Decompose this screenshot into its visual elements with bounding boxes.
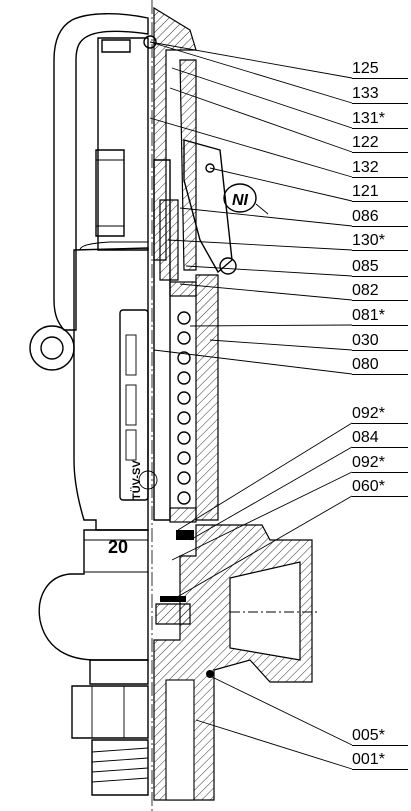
part-label-122: 122: [352, 135, 408, 153]
part-label-130: 130*: [352, 233, 408, 251]
part-label-085: 085: [352, 259, 408, 277]
part-label-133: 133: [352, 86, 408, 104]
part-label-121: 121: [352, 184, 408, 202]
valve-section-view: NI: [143, 6, 320, 801]
part-label-132: 132: [352, 160, 408, 178]
body-marking: TÜV-SV: [130, 460, 143, 500]
part-label-092-upper: 092*: [352, 406, 408, 424]
size-marking: 20: [108, 537, 128, 557]
part-label-082: 082: [352, 283, 408, 301]
material-emblem: [223, 183, 257, 213]
part-label-060: 060*: [352, 479, 408, 497]
part-label-081: 081*: [352, 308, 408, 326]
thread-lines: [91, 747, 149, 783]
part-label-030: 030: [352, 333, 408, 351]
part-label-084: 084: [352, 430, 408, 448]
part-label-005: 005*: [352, 728, 408, 746]
part-label-131: 131*: [352, 111, 408, 129]
emblem-label: NI: [232, 192, 249, 209]
valve-exterior-view: [29, 13, 158, 796]
spring-coils: [177, 311, 191, 505]
part-label-125: 125: [352, 61, 408, 79]
part-label-080: 080: [352, 357, 408, 375]
part-label-001: 001*: [352, 752, 408, 770]
leader-lines: [149, 41, 353, 770]
part-label-092-lower: 092*: [352, 455, 408, 473]
part-label-086: 086: [352, 209, 408, 227]
